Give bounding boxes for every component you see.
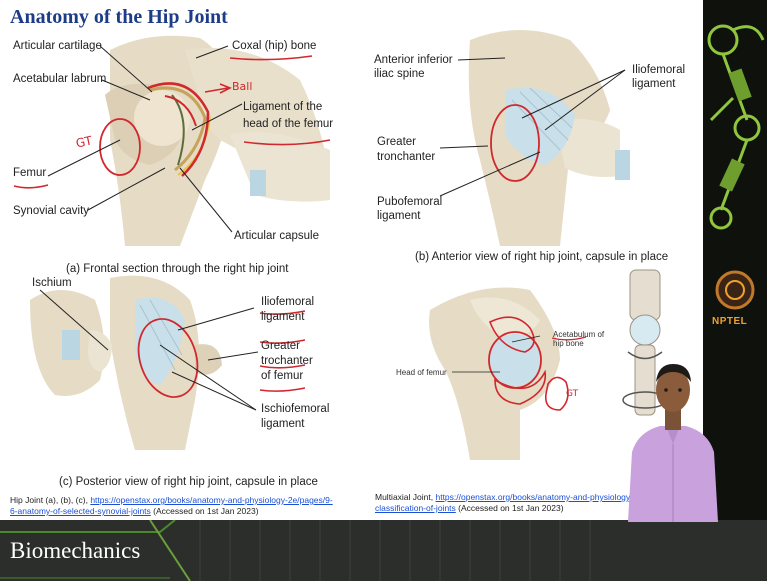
label-iliofemoral-c-line2: ligament <box>261 311 304 324</box>
label-head-of-femur: Head of femur <box>396 368 447 377</box>
nptel-logo-icon <box>717 272 753 308</box>
label-acetabulum-line1: Acetabulum of <box>553 330 604 339</box>
slide-title: Anatomy of the Hip Joint <box>10 6 228 29</box>
label-ligament-head-line2: head of the femur <box>243 118 333 131</box>
nptel-logo-text: NPTEL <box>712 316 747 327</box>
label-ischiofemoral-line2: ligament <box>261 418 304 431</box>
caption-panel-a: (a) Frontal section through the right hi… <box>66 263 288 275</box>
label-ischium: Ischium <box>32 277 72 290</box>
label-iliofemoral-b-line1: Iliofemoral <box>632 64 685 77</box>
citation-multiaxial: Multiaxial Joint, https://openstax.org/b… <box>375 492 645 514</box>
course-title: Biomechanics <box>10 538 140 564</box>
label-iliofemoral-c-line1: Iliofemoral <box>261 296 314 309</box>
citation-multiaxial-link-2[interactable]: classification-of-joints <box>375 503 456 513</box>
citation-hip-link-1[interactable]: https://openstax.org/books/anatomy-and-p… <box>90 495 332 505</box>
label-articular-cartilage: Articular cartilage <box>13 40 102 53</box>
annotation-gt-multiaxial: GT <box>566 388 578 401</box>
label-greater-c-line3: of femur <box>261 370 303 383</box>
label-iliofemoral-b-line2: ligament <box>632 78 675 91</box>
caption-panel-b: (b) Anterior view of right hip joint, ca… <box>415 251 668 263</box>
label-greater-b-line1: Greater <box>377 136 416 149</box>
label-greater-c-line1: Greater <box>261 340 300 353</box>
label-greater-c-line2: trochanter <box>261 355 313 368</box>
presenter-video <box>618 352 728 522</box>
label-pubofemoral-line2: ligament <box>377 210 420 223</box>
label-ligament-head-line1: Ligament of the <box>243 101 322 114</box>
label-coxal-bone: Coxal (hip) bone <box>232 40 316 53</box>
label-synovial-cavity: Synovial cavity <box>13 205 89 218</box>
label-greater-b-line2: tronchanter <box>377 151 435 164</box>
annotation-ball: Ball <box>232 80 252 93</box>
citation-multiaxial-prefix: Multiaxial Joint, <box>375 492 433 502</box>
citation-multiaxial-link-1[interactable]: https://openstax.org/books/anatomy-and-p… <box>435 492 644 502</box>
caption-panel-c: (c) Posterior view of right hip joint, c… <box>59 476 318 488</box>
label-ischiofemoral-line1: Ischiofemoral <box>261 403 329 416</box>
anterior-view-figure <box>440 30 630 246</box>
citation-hip-suffix: (Accessed on 1st Jan 2023) <box>153 506 258 516</box>
citation-hip-link-2[interactable]: 6-anatomy-of-selected-synovial-joints <box>10 506 151 516</box>
label-pubofemoral-line1: Pubofemoral <box>377 196 442 209</box>
label-anterior-inferior-line2: iliac spine <box>374 68 425 81</box>
label-femur: Femur <box>13 167 46 180</box>
citation-hip-prefix: Hip Joint (a), (b), (c), <box>10 495 88 505</box>
label-anterior-inferior-line1: Anterior inferior <box>374 54 453 67</box>
lecture-slide: Anatomy of the Hip Joint Articular carti… <box>0 0 703 520</box>
label-articular-capsule: Articular capsule <box>234 230 319 243</box>
citation-multiaxial-suffix: (Accessed on 1st Jan 2023) <box>458 503 563 513</box>
citation-hip-joint: Hip Joint (a), (b), (c), https://opensta… <box>10 495 333 517</box>
label-acetabular-labrum: Acetabular labrum <box>13 73 106 86</box>
label-acetabulum-line2: hip bone <box>553 339 584 348</box>
